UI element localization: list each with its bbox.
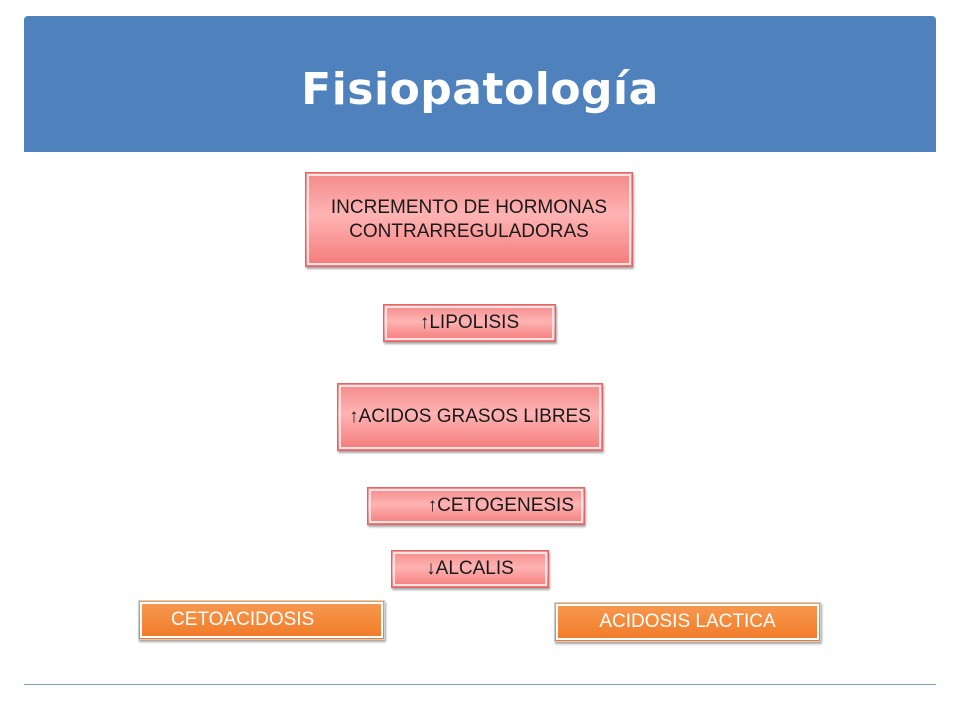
box-lipolisis: ↑LIPOLISIS: [383, 304, 556, 342]
slide-title: Fisiopatología: [301, 64, 659, 115]
box-incremento-hormonas: INCREMENTO DE HORMONAS CONTRARREGULADORA…: [305, 172, 633, 267]
box-acidosis-lactica: ACIDOSIS LACTICA: [554, 602, 821, 642]
box-cetoacidosis: CETOACIDOSIS: [138, 600, 385, 640]
box-acidos-grasos-libres: ↑ACIDOS GRASOS LIBRES: [337, 383, 603, 451]
box-cetogenesis: ↑CETOGENESIS: [367, 487, 585, 525]
title-banner: [24, 16, 936, 152]
box-alcalis: ↓ALCALIS: [391, 550, 549, 588]
footer-divider: [24, 684, 936, 685]
